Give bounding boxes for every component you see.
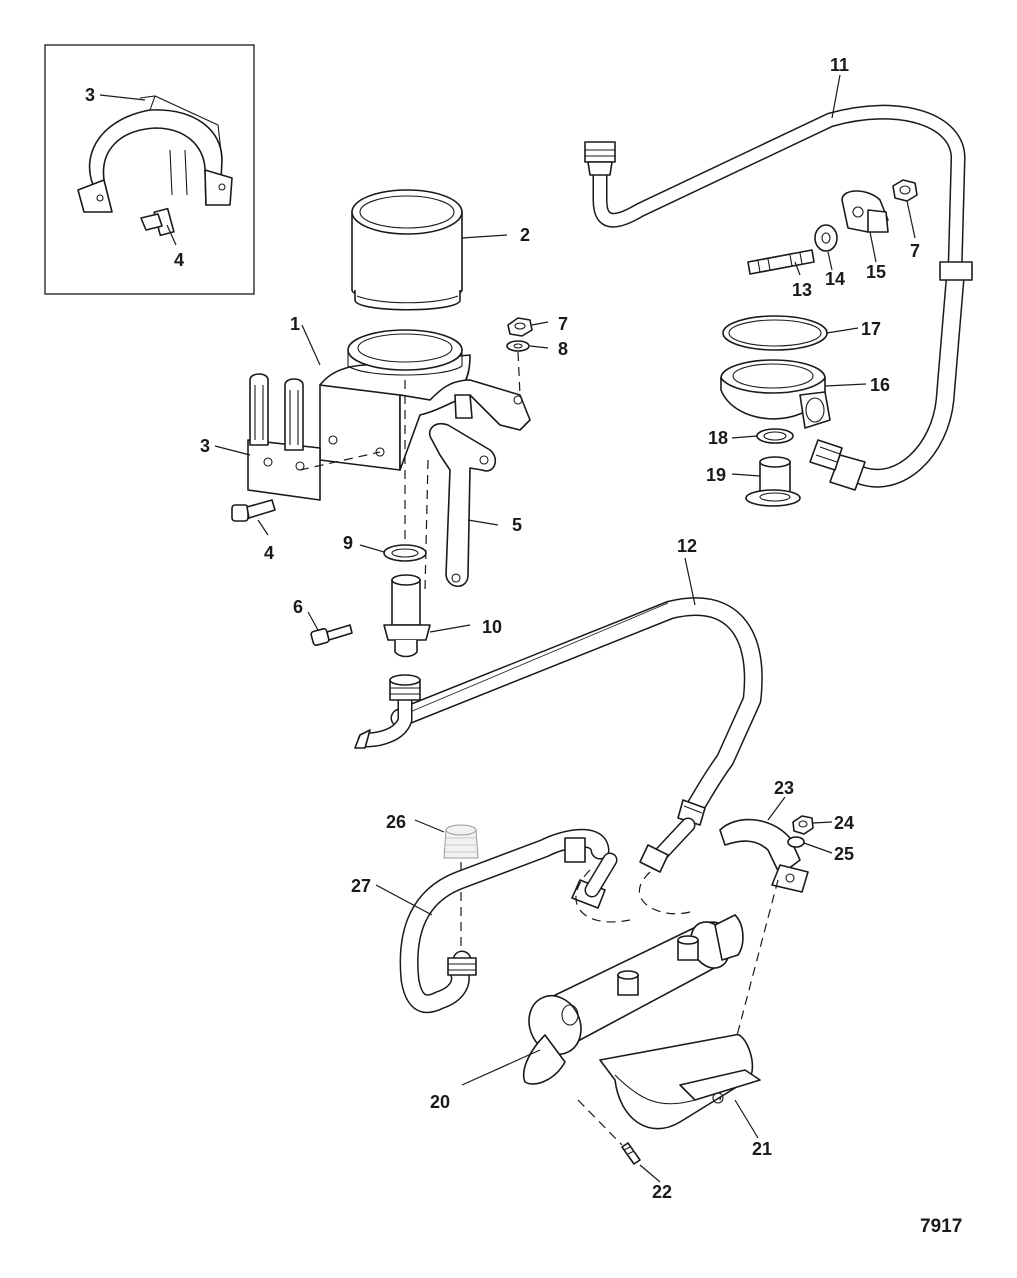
- callout-return-hose: 27: [351, 876, 371, 896]
- callout-small-screw: 6: [293, 597, 303, 617]
- plate-screw: [231, 499, 276, 522]
- callout-cap: 26: [386, 812, 406, 832]
- inset-screw: [140, 207, 175, 237]
- callout-nut-b: 7: [910, 241, 920, 261]
- lower-strap: [599, 1034, 761, 1130]
- callout-screw: 4: [264, 543, 274, 563]
- callout-lower-strap: 21: [752, 1139, 772, 1159]
- small-screw: [310, 624, 353, 646]
- o-ring-b: [756, 428, 794, 444]
- callout-adapter: 10: [482, 617, 502, 637]
- oil-filter: [351, 189, 463, 311]
- callout-filter: 2: [520, 225, 530, 245]
- filter-bracket: [319, 329, 531, 471]
- callout-nut-a: 7: [558, 314, 568, 334]
- nut-upper: [507, 317, 533, 337]
- callout-filter-bracket: 1: [290, 314, 300, 334]
- oil-cooler: [523, 914, 744, 1085]
- mounting-plate: [247, 373, 321, 501]
- pipe-clip: [841, 190, 889, 233]
- leader-lines: [99, 74, 916, 1183]
- upper-strap: [719, 818, 809, 893]
- callout-cooler: 20: [430, 1092, 450, 1112]
- upper-return-hose: [809, 261, 973, 491]
- stud: [747, 249, 815, 275]
- figure-number: 7917: [920, 1216, 962, 1237]
- callout-filter-head: 16: [870, 375, 890, 395]
- washer-upper: [506, 340, 530, 352]
- callout-inset-bracket: 3: [85, 85, 95, 105]
- nut-right: [892, 179, 918, 202]
- callout-o-ring-b: 18: [708, 428, 728, 448]
- upper-oil-pipe: [584, 104, 966, 278]
- callout-stud: 13: [792, 280, 812, 300]
- support-arm: [428, 422, 497, 588]
- adapter-fitting: [383, 574, 431, 658]
- callout-upper-strap: 23: [774, 778, 794, 798]
- callout-inset-screw: 4: [174, 250, 184, 270]
- callout-labels: 3 4 2 1 7 8 3 4 5 9 6 10 11 13 14 15 7 1…: [85, 55, 962, 1237]
- washer-b: [814, 224, 838, 252]
- filter-fitting: [745, 456, 801, 507]
- long-oil-hose: [354, 597, 763, 873]
- inset-clamp-bracket: [77, 95, 233, 213]
- callout-clip: 15: [866, 262, 886, 282]
- callout-washer-a: 8: [558, 339, 568, 359]
- callout-upper-pipe: 11: [830, 55, 849, 75]
- callout-nut-c: 24: [834, 813, 854, 833]
- cap: [443, 824, 479, 859]
- callout-plate: 3: [200, 436, 210, 456]
- callout-lower-screw: 22: [652, 1182, 672, 1202]
- return-hose: [399, 828, 618, 1014]
- callout-washer-b: 14: [825, 269, 845, 289]
- large-gasket: [722, 315, 828, 351]
- inset-panel: [44, 44, 255, 295]
- callout-washer-c: 25: [834, 844, 854, 864]
- callout-gasket: 17: [861, 319, 881, 339]
- nut-strap: [792, 815, 814, 835]
- washer-strap: [787, 836, 805, 848]
- callout-fitting: 19: [706, 465, 726, 485]
- o-ring-small: [383, 544, 427, 562]
- callout-long-hose: 12: [677, 536, 697, 556]
- lower-screw: [621, 1142, 641, 1165]
- callout-support-arm: 5: [512, 515, 522, 535]
- filter-head: [720, 359, 831, 429]
- callout-o-ring-small: 9: [343, 533, 353, 553]
